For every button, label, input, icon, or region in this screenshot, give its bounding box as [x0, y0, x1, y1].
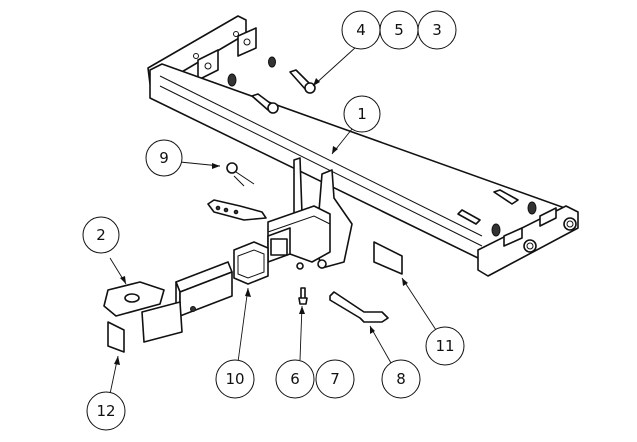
receiver-collar: [233, 241, 269, 285]
svg-text:12: 12: [96, 402, 115, 420]
svg-text:1: 1: [357, 105, 367, 123]
arrowheads: [114, 78, 408, 365]
r-clip: [226, 162, 255, 187]
callout-9: 9: [145, 139, 183, 177]
callout-10: 10: [215, 359, 255, 399]
callout-3: 3: [417, 10, 457, 50]
hitch-pin: [329, 291, 389, 323]
svg-text:9: 9: [159, 149, 169, 167]
callout-12: 12: [86, 391, 126, 431]
svg-text:2: 2: [96, 226, 106, 244]
svg-text:6: 6: [290, 370, 300, 388]
svg-text:8: 8: [396, 370, 406, 388]
svg-text:5: 5: [394, 21, 404, 39]
callout-8: 8: [381, 359, 421, 399]
svg-text:7: 7: [330, 370, 340, 388]
callout-5: 5: [379, 10, 419, 50]
upper-hardware: [227, 56, 316, 114]
label-plate-11: [373, 241, 403, 275]
label-plate-12: [107, 321, 125, 353]
svg-text:10: 10: [225, 370, 244, 388]
svg-text:3: 3: [432, 21, 442, 39]
svg-text:11: 11: [435, 337, 454, 355]
right-hardware: [457, 189, 537, 237]
callout-1: 1: [343, 95, 381, 133]
small-bolt: [298, 287, 308, 305]
callout-7: 7: [315, 359, 355, 399]
callout-4: 4: [341, 10, 381, 50]
callout-6: 6: [275, 359, 315, 399]
crossbar-frame: [147, 15, 579, 277]
receiver-body: [207, 157, 353, 270]
callout-11: 11: [425, 326, 465, 366]
ball-mount: [103, 261, 233, 343]
callout-2: 2: [82, 216, 120, 254]
svg-text:4: 4: [356, 21, 366, 39]
